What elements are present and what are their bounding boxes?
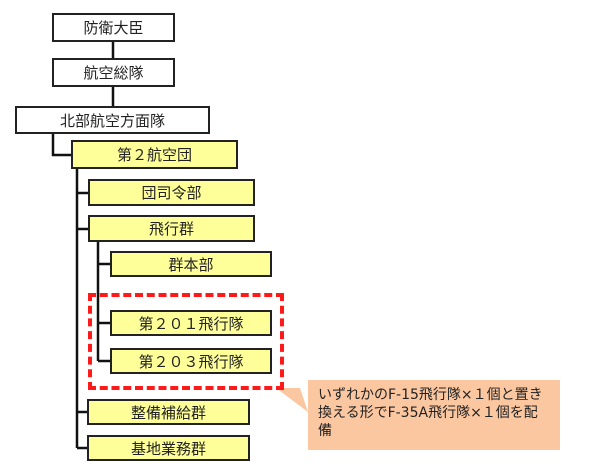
node-maintenance-supply-group: 整備補給群 (87, 399, 250, 425)
node-wing-hq: 団司令部 (88, 179, 255, 206)
node-second-air-wing: 第２航空団 (71, 140, 238, 169)
callout-pointer (276, 388, 308, 412)
connector (51, 134, 71, 157)
node-flight-group: 飛行群 (88, 215, 255, 242)
highlight-dashed-frame (88, 293, 284, 390)
callout-note: いずれかのF-15飛行隊×１個と置き換える形でF-35A飛行隊×１個を配備 (308, 380, 560, 450)
node-minister: 防衛大臣 (52, 13, 175, 42)
node-air-defense-command: 航空総隊 (52, 58, 175, 87)
node-squadron-203: 第２０３飛行隊 (110, 348, 272, 374)
node-squadron-201: 第２０１飛行隊 (110, 310, 272, 336)
node-northern-air-defense-force: 北部航空方面隊 (15, 106, 210, 134)
node-group-hq: 群本部 (110, 251, 272, 277)
node-base-service-group: 基地業務群 (87, 435, 250, 461)
